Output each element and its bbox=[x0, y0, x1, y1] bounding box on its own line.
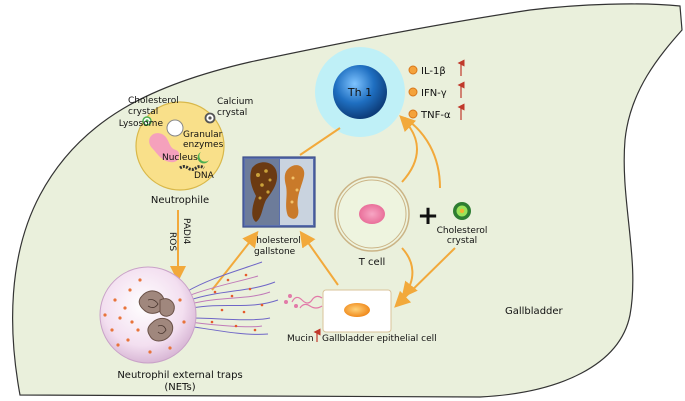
granular-label-2: enzymes bbox=[183, 140, 224, 150]
gallstone-label-1: Cholesterol bbox=[250, 236, 301, 246]
mucin-strands bbox=[284, 294, 323, 309]
neutrophile-label: Neutrophile bbox=[151, 195, 209, 206]
cytokine-label: IFN-γ bbox=[421, 88, 447, 99]
crystal-to-epithelial-arrow bbox=[394, 247, 456, 308]
mucin-label: Mucin bbox=[287, 334, 314, 344]
th1-cell: Th 1 bbox=[315, 47, 405, 137]
cytokine-ifng: IFN-γ bbox=[408, 81, 465, 99]
tcell-to-th1-arrow bbox=[399, 115, 418, 183]
gallstone-to-th1-line bbox=[299, 127, 341, 156]
dna-label: DNA bbox=[194, 171, 215, 181]
crystal-to-th1-arc bbox=[404, 117, 441, 189]
nets-label-1: Neutrophil external traps bbox=[117, 370, 242, 381]
neutrophile-cell bbox=[135, 101, 225, 191]
calcium-crystal-label-1: Calcium bbox=[217, 97, 253, 107]
th1-label: Th 1 bbox=[347, 86, 372, 99]
lysosome-label: Lysosome bbox=[119, 119, 164, 129]
cholesterol-right-label-1: Cholesterol bbox=[437, 226, 488, 236]
nets-cell bbox=[99, 261, 279, 364]
cytokine-il1b: IL-1β bbox=[408, 59, 465, 77]
ros-label: ROS bbox=[167, 232, 177, 251]
gallstone-image bbox=[242, 156, 316, 228]
plus-sign: + bbox=[417, 201, 439, 231]
cholesterol-crystal-label-2: crystal bbox=[128, 107, 158, 117]
calcium-crystal-icon bbox=[204, 112, 216, 124]
cholesterol-crystal-right-icon bbox=[453, 202, 471, 220]
nucleus-label: Nucleus bbox=[162, 153, 198, 163]
tcell-label: T cell bbox=[358, 257, 386, 268]
epithelial-cell bbox=[322, 289, 392, 333]
cholesterol-crystal-icon bbox=[142, 116, 152, 126]
cholesterol-crystal-label-1: Cholesterol bbox=[128, 96, 179, 106]
cholesterol-right-label-2: crystal bbox=[447, 236, 477, 246]
calcium-crystal-label-2: crystal bbox=[217, 108, 247, 118]
nets-label-2: (NETs) bbox=[164, 382, 195, 393]
nets-to-gallstone-arrow bbox=[211, 230, 259, 291]
granular-label-1: Granular bbox=[183, 130, 223, 140]
cytokine-label: IL-1β bbox=[421, 66, 446, 77]
gallbladder-label: Gallbladder bbox=[505, 306, 564, 317]
cytokine-label: TNF-α bbox=[420, 110, 451, 121]
epithelial-label: Gallbladder epithelial cell bbox=[322, 334, 437, 344]
gallstone-label-2: gallstone bbox=[254, 247, 296, 257]
epithelial-to-gallstone-arrow bbox=[299, 230, 339, 286]
padi4-label: PADI4 bbox=[181, 218, 191, 245]
t-cell bbox=[334, 176, 410, 252]
